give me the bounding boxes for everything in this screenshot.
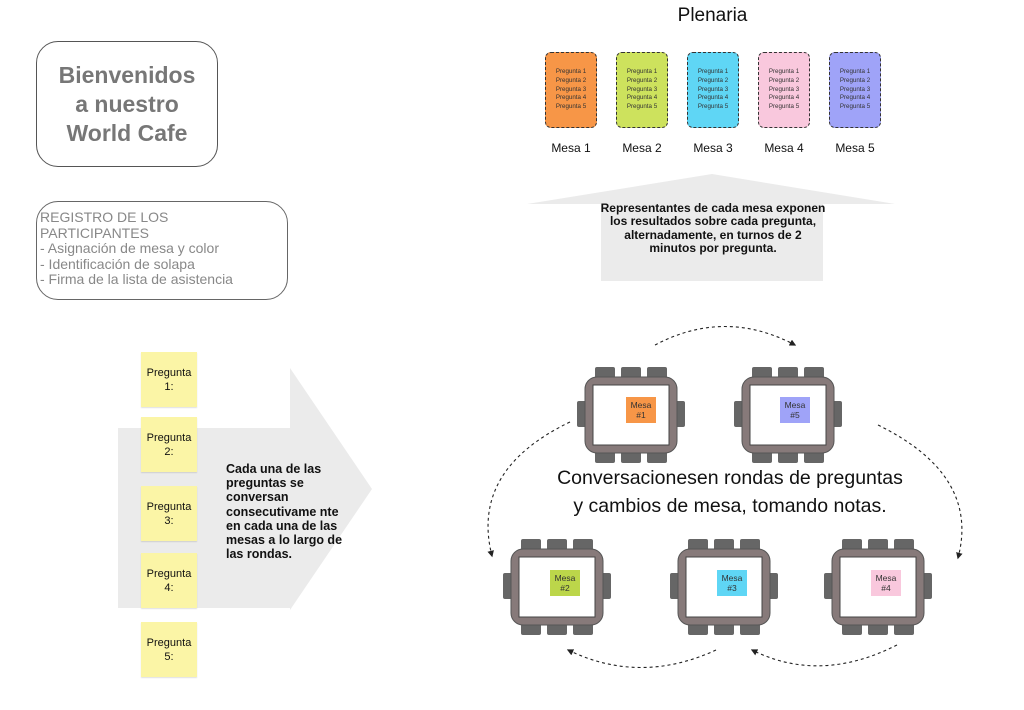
pregunta-note-5: Pregunta 5: xyxy=(141,622,197,677)
pregunta-note-number: 2: xyxy=(164,445,174,458)
card-item: Pregunta 4 xyxy=(768,94,800,102)
card-item: Pregunta 2 xyxy=(626,76,658,84)
card-item: Pregunta 1 xyxy=(768,68,800,75)
conversaciones-line-1: Conversacionesen rondas de preguntas xyxy=(557,467,903,489)
card-item: Pregunta 3 xyxy=(768,85,800,93)
conversaciones-line-2: y cambios de mesa, tomando notas. xyxy=(573,495,887,517)
table-badge-mesa-3: Mesa #3 xyxy=(717,570,747,596)
registro-line-5: - Firma de la lista de asistencia xyxy=(40,271,233,287)
card-item: Pregunta 5 xyxy=(626,103,658,111)
card-item: Pregunta 5 xyxy=(697,103,729,111)
plenaria-card-mesa-1: Pregunta 1 Pregunta 2 Pregunta 3 Pregunt… xyxy=(545,52,597,128)
registro-line-3: - Asignación de mesa y color xyxy=(40,240,219,256)
badge-number: #3 xyxy=(727,583,737,593)
plenaria-card-mesa-2: Pregunta 1 Pregunta 2 Pregunta 3 Pregunt… xyxy=(616,52,668,128)
pregunta-note-number: 5: xyxy=(164,650,174,663)
badge-label: Mesa xyxy=(875,573,897,583)
pregunta-note-number: 3: xyxy=(164,514,174,527)
card-item: Pregunta 2 xyxy=(768,76,800,84)
table-badge-mesa-1: Mesa #1 xyxy=(626,397,656,423)
mesa-label-4: Mesa 4 xyxy=(764,141,804,155)
card-item: Pregunta 5 xyxy=(768,103,800,111)
card-item: Pregunta 3 xyxy=(626,85,658,93)
conversaciones-title: Conversacionesen rondas de preguntas y c… xyxy=(500,464,960,520)
badge-label: Mesa xyxy=(554,573,576,583)
plenaria-card-mesa-5: Pregunta 1 Pregunta 2 Pregunta 3 Pregunt… xyxy=(829,52,881,128)
badge-label: Mesa xyxy=(630,400,652,410)
pregunta-note-label: Pregunta xyxy=(146,636,192,649)
card-item: Pregunta 5 xyxy=(839,103,871,111)
pregunta-note-number: 1: xyxy=(164,380,174,393)
welcome-line-1: Bienvenidos xyxy=(58,61,196,88)
registro-line-2: PARTICIPANTES xyxy=(40,224,149,241)
card-item: Pregunta 2 xyxy=(839,76,871,84)
card-item: Pregunta 4 xyxy=(555,94,587,102)
table-badge-mesa-4: Mesa #4 xyxy=(871,570,901,596)
registro-box: REGISTRO DE LOS PARTICIPANTES - Asignaci… xyxy=(36,201,288,300)
welcome-line-2: a nuestro xyxy=(75,90,179,117)
card-item: Pregunta 3 xyxy=(839,85,871,93)
registro-line-4: - Identificación de solapa xyxy=(40,255,195,272)
badge-number: #1 xyxy=(636,410,646,420)
mesa-label-5: Mesa 5 xyxy=(835,141,875,155)
pregunta-note-1: Pregunta 1: xyxy=(141,352,197,407)
pregunta-note-label: Pregunta xyxy=(146,431,192,444)
table-badge-mesa-5: Mesa #5 xyxy=(780,397,810,423)
card-item: Pregunta 5 xyxy=(555,103,587,111)
mesa-label-1: Mesa 1 xyxy=(551,141,591,155)
plenaria-card-mesa-4: Pregunta 1 Pregunta 2 Pregunta 3 Pregunt… xyxy=(758,52,810,128)
card-item: Pregunta 3 xyxy=(555,85,587,93)
card-item: Pregunta 3 xyxy=(697,85,729,93)
arrow-4-to-3 xyxy=(750,644,898,667)
plenaria-card-mesa-3: Pregunta 1 Pregunta 2 Pregunta 3 Pregunt… xyxy=(687,52,739,128)
card-item: Pregunta 4 xyxy=(839,94,871,102)
pregunta-note-2: Pregunta 2: xyxy=(141,417,197,472)
plenaria-title: Plenaria xyxy=(677,5,748,26)
pregunta-note-label: Pregunta xyxy=(146,366,192,379)
pregunta-note-4: Pregunta 4: xyxy=(141,553,197,608)
badge-number: #2 xyxy=(560,583,570,593)
pregunta-note-label: Pregunta xyxy=(146,500,192,513)
pregunta-note-label: Pregunta xyxy=(146,567,192,580)
badge-label: Mesa xyxy=(721,573,743,583)
card-item: Pregunta 4 xyxy=(626,94,658,102)
welcome-box: Bienvenidos a nuestro World Cafe xyxy=(36,41,218,167)
card-item: Pregunta 1 xyxy=(839,68,871,75)
pregunta-note-number: 4: xyxy=(164,581,174,594)
card-item: Pregunta 2 xyxy=(697,76,729,84)
card-item: Pregunta 2 xyxy=(555,76,587,84)
arrow-1-to-2 xyxy=(487,421,571,558)
rounds-description: Cada una de las preguntas se conversan c… xyxy=(226,462,343,562)
welcome-line-3: World Cafe xyxy=(66,119,188,146)
pregunta-note-3: Pregunta 3: xyxy=(141,486,197,541)
registro-line-1: REGISTRO DE LOS xyxy=(40,209,169,225)
table-badge-mesa-2: Mesa #2 xyxy=(550,570,580,596)
arrow-3-to-2 xyxy=(566,649,717,668)
badge-number: #5 xyxy=(790,410,800,420)
card-item: Pregunta 4 xyxy=(697,94,729,102)
arrow-1-to-5 xyxy=(654,326,797,346)
badge-label: Mesa xyxy=(784,400,806,410)
card-item: Pregunta 1 xyxy=(555,68,587,75)
card-item: Pregunta 1 xyxy=(697,68,729,75)
badge-number: #4 xyxy=(881,583,891,593)
card-item: Pregunta 1 xyxy=(626,68,658,75)
plenaria-arrow xyxy=(527,174,895,281)
mesa-label-2: Mesa 2 xyxy=(622,141,662,155)
mesa-label-3: Mesa 3 xyxy=(693,141,733,155)
plenaria-description: Representantes de cada mesa exponen los … xyxy=(600,201,826,256)
arrow-5-to-4 xyxy=(877,424,963,560)
